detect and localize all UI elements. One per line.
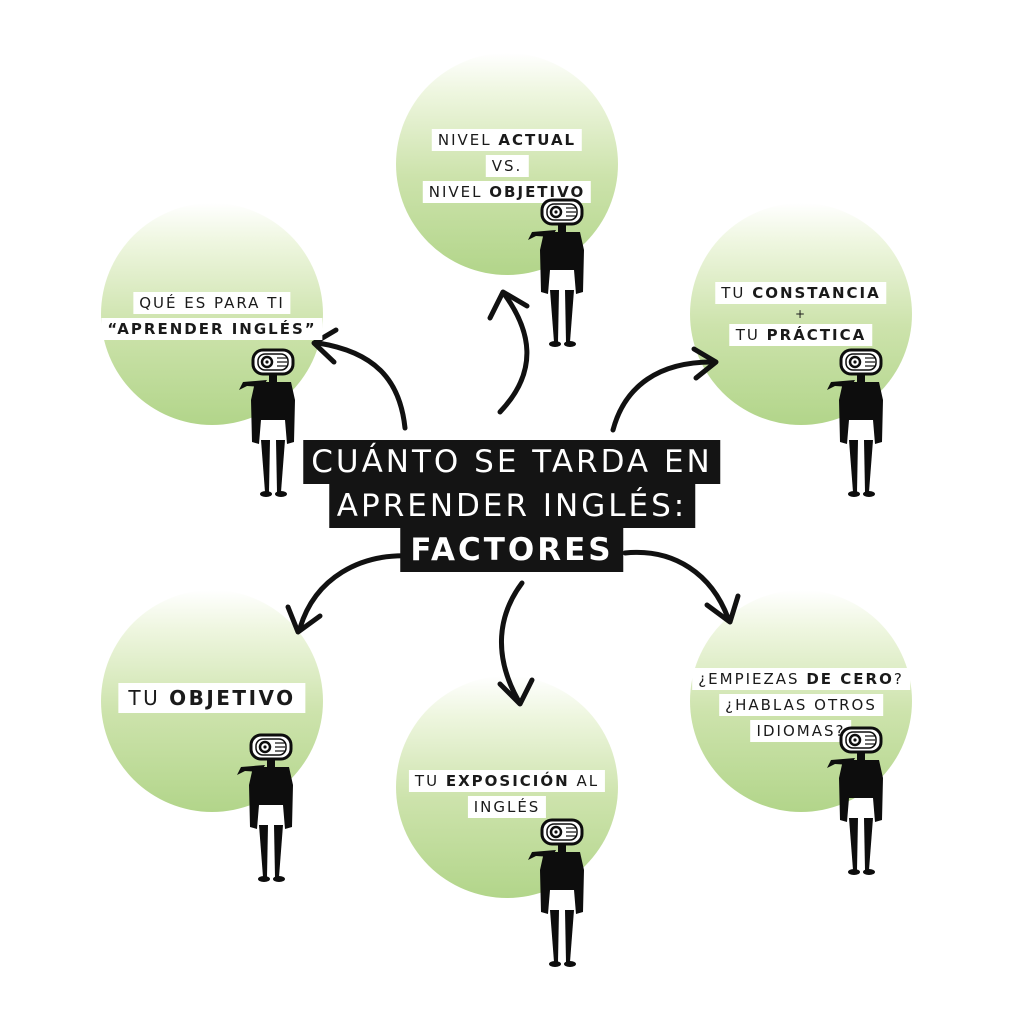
curved-arrow-icon <box>487 289 530 415</box>
factor-label-line: NIVEL OBJETIVO <box>422 181 592 203</box>
factor-label-top: NIVEL ACTUAL VS. NIVEL OBJETIVO <box>422 129 592 203</box>
factor-label-bottom: TU EXPOSICIÓN AL INGLÉS <box>408 770 606 818</box>
factor-label-line: NIVEL ACTUAL <box>431 129 583 151</box>
factor-label-line: QUÉ ES PARA TI <box>133 292 291 314</box>
factor-label-line: TU OBJETIVO <box>118 683 306 713</box>
factor-label-line: TU PRÁCTICA <box>729 324 873 346</box>
factor-label-line: “APRENDER INGLÉS” <box>101 318 323 340</box>
curved-arrow-icon <box>311 327 408 431</box>
factor-label-line: TU EXPOSICIÓN AL <box>408 770 606 792</box>
factor-label-line: VS. <box>485 155 529 177</box>
diagram-title: CUÁNTO SE TARDA EN APRENDER INGLÉS: FACT… <box>303 440 721 572</box>
title-line: CUÁNTO SE TARDA EN <box>303 440 721 484</box>
factor-label-upper-left: QUÉ ES PARA TI “APRENDER INGLÉS” <box>101 292 323 340</box>
title-line-highlight: FACTORES <box>400 528 624 572</box>
factor-label-line: ¿HABLAS OTROS <box>719 694 883 716</box>
factor-label-line: INGLÉS <box>467 796 547 818</box>
factor-label-line: TU CONSTANCIA <box>715 282 887 304</box>
factor-label-lower-left: TU OBJETIVO <box>118 683 306 713</box>
factor-label-line: + <box>794 307 808 321</box>
factor-label-upper-right: TU CONSTANCIA + TU PRÁCTICA <box>715 282 887 346</box>
title-line: APRENDER INGLÉS: <box>328 484 696 528</box>
factor-label-line: ¿EMPIEZAS DE CERO? <box>692 668 910 690</box>
factor-label-lower-right: ¿EMPIEZAS DE CERO? ¿HABLAS OTROS IDIOMAS… <box>692 668 910 742</box>
factor-label-line: IDIOMAS? <box>750 720 852 742</box>
